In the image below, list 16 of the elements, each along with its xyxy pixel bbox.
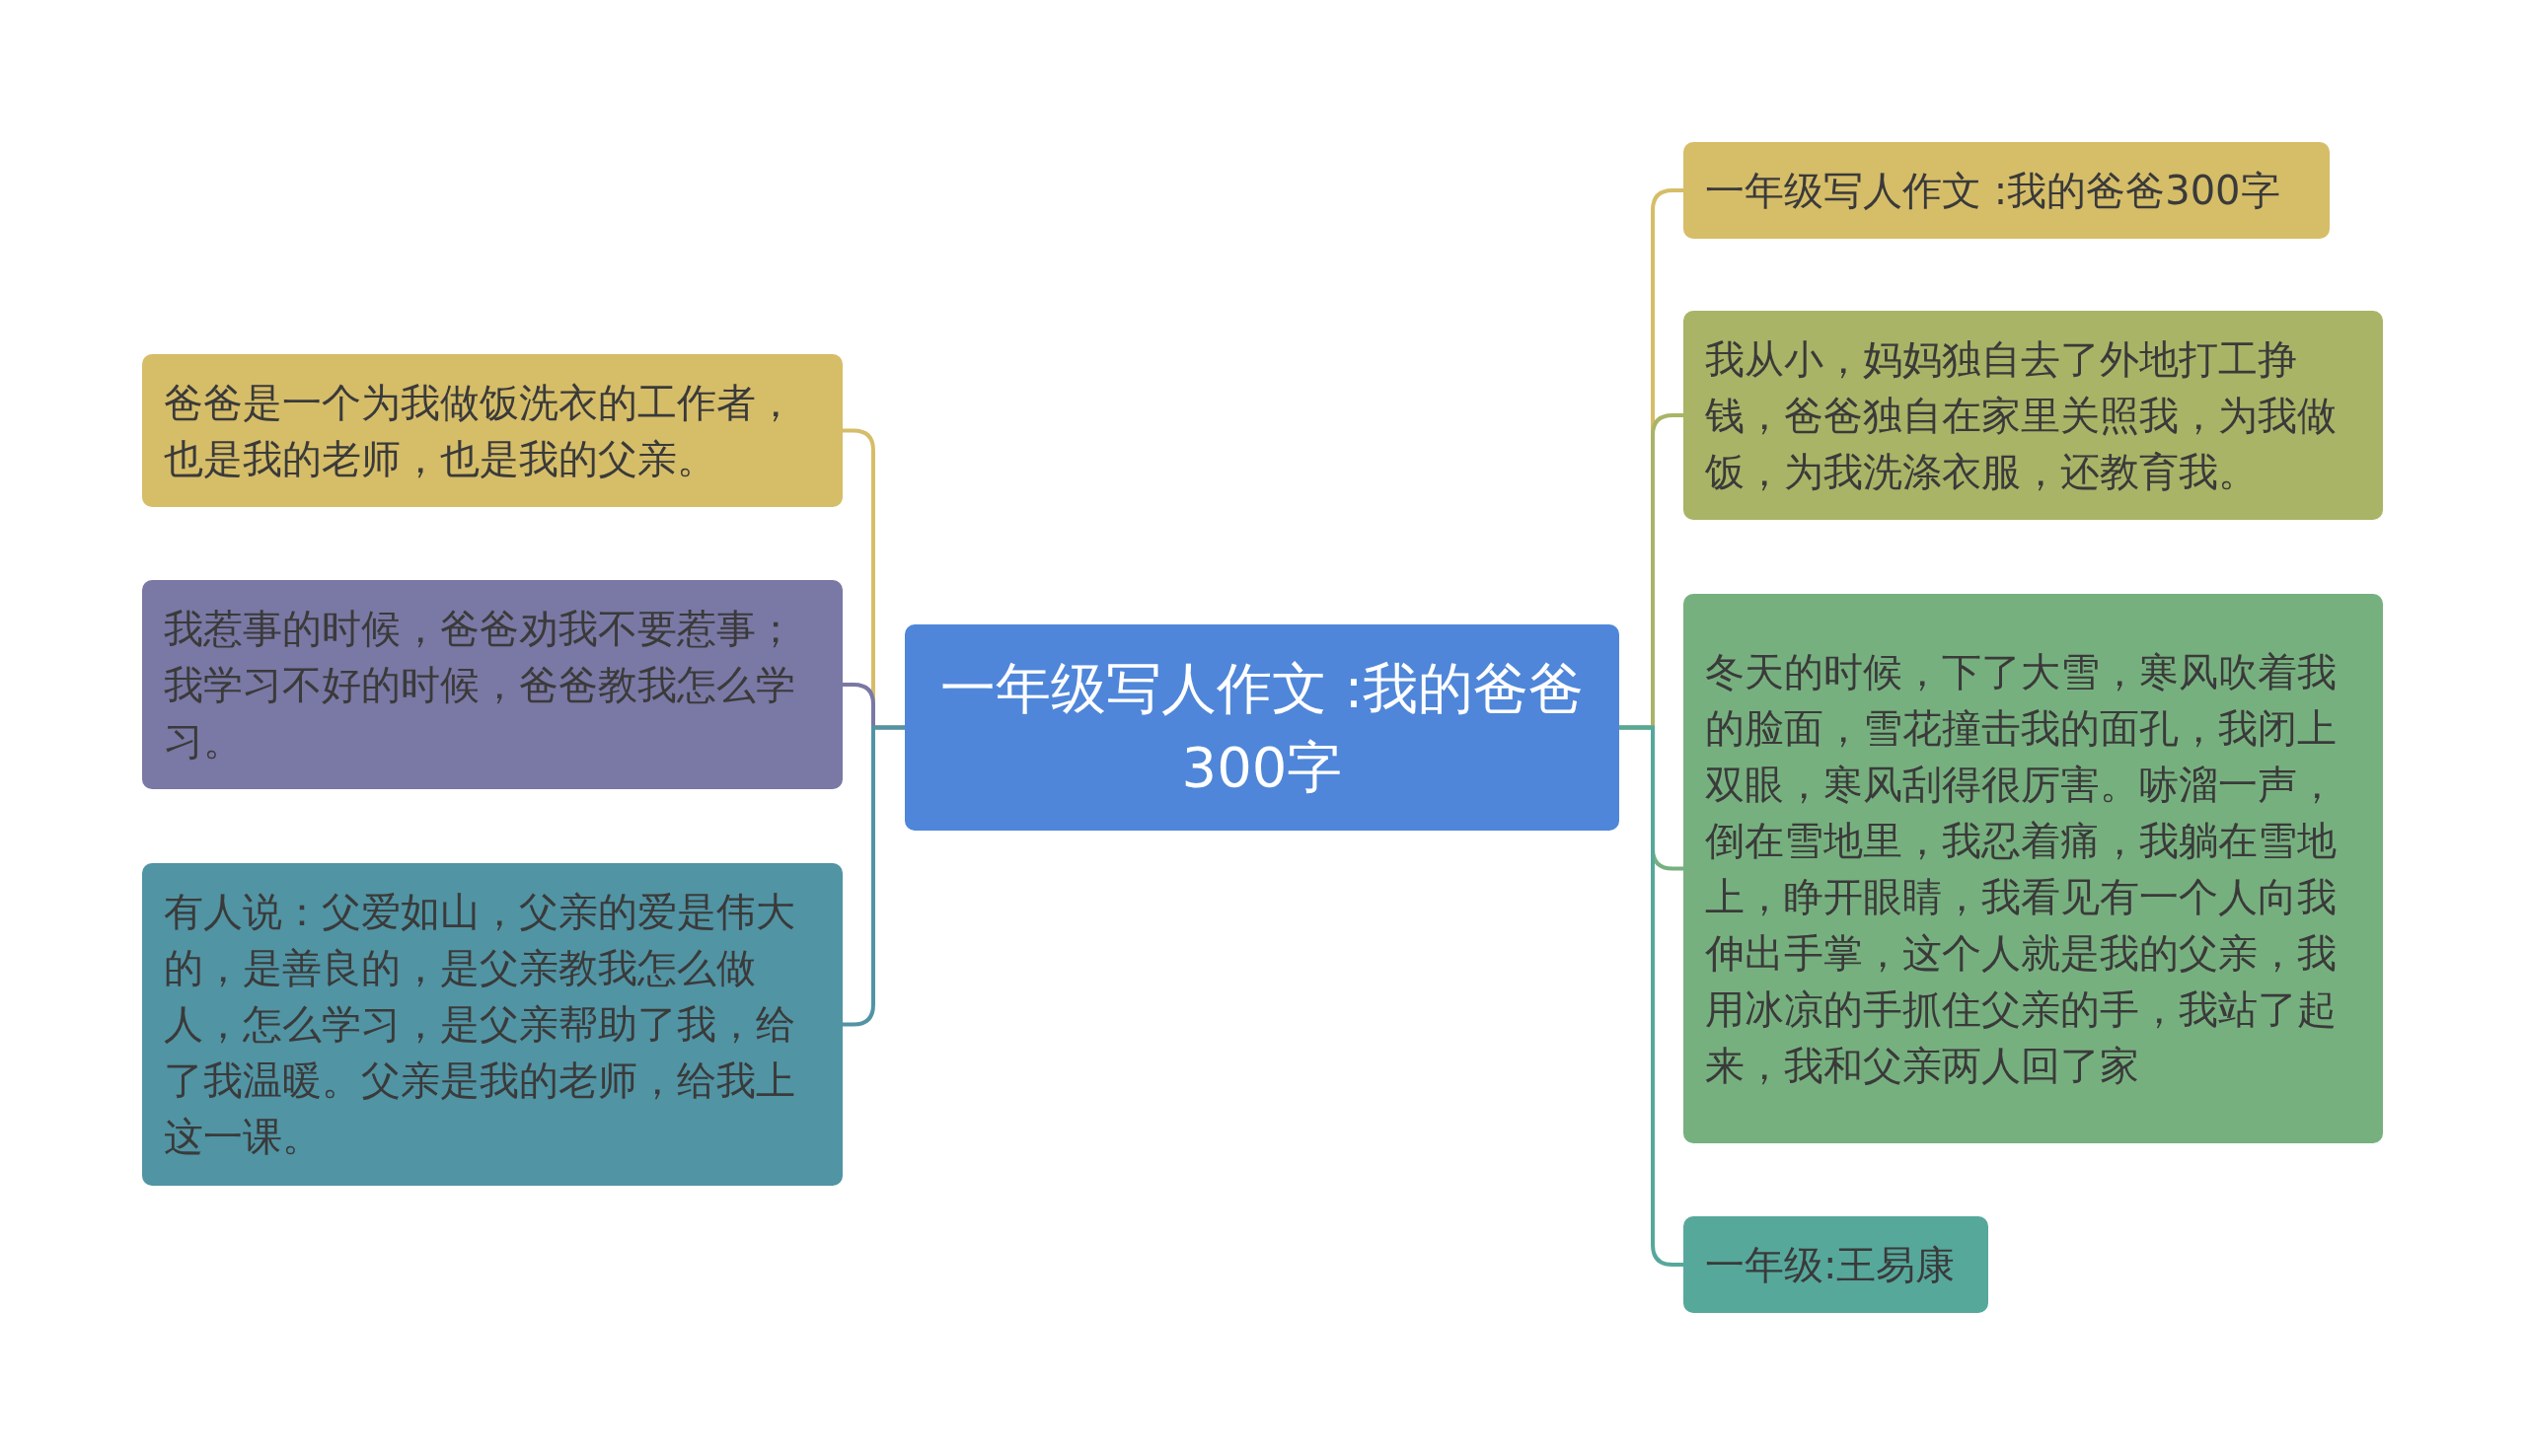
topic-text: 我惹事的时候，爸爸劝我不要惹事；我学习不好的时候，爸爸教我怎么学习。 <box>164 604 796 765</box>
central-topic-box <box>905 624 1619 831</box>
topic-text: 冬天的时候，下了大雪，寒风吹着我的脸面，雪花撞击我的面孔，我闭上双眼，寒风刮得很厉害。哧溜一声，倒在雪地里，我忍着痛，我躺在雪地上，睁开眼睛，我看见有一个人向我伸出手掌，这个人就是我的父亲，我用冰凉的手抓住父亲的手，我站了起来，我和父亲两人回了家 <box>1705 647 2338 1090</box>
topic-text: 我从小，妈妈独自去了外地打工挣钱，爸爸独自在家里关照我，为我做饭，为我洗涤衣服，还教育我。 <box>1705 334 2338 496</box>
topic-text: 一年级写人作文 :我的爸爸300字 <box>1705 166 2280 215</box>
topic-box <box>1683 311 2383 520</box>
topic-box <box>1683 142 2330 239</box>
topic-text: 有人说：父爱如山，父亲的爱是伟大的，是善良的，是父亲教我怎么做人，怎么学习，是父亲帮助了我，给了我温暖。父亲是我的老师，给我上这一课。 <box>164 888 796 1161</box>
topic-box <box>142 580 843 789</box>
topic-box <box>1683 594 2383 1143</box>
topic-box <box>142 354 843 507</box>
topic-text: 一年级:王易康 <box>1705 1240 1956 1289</box>
topic-box <box>142 863 843 1186</box>
topic-box <box>1683 1216 1988 1313</box>
topic-text: 一年级写人作文 :我的爸爸300字 <box>938 654 1586 801</box>
topic-text: 爸爸是一个为我做饭洗衣的工作者，也是我的老师，也是我的父亲。 <box>164 378 796 483</box>
